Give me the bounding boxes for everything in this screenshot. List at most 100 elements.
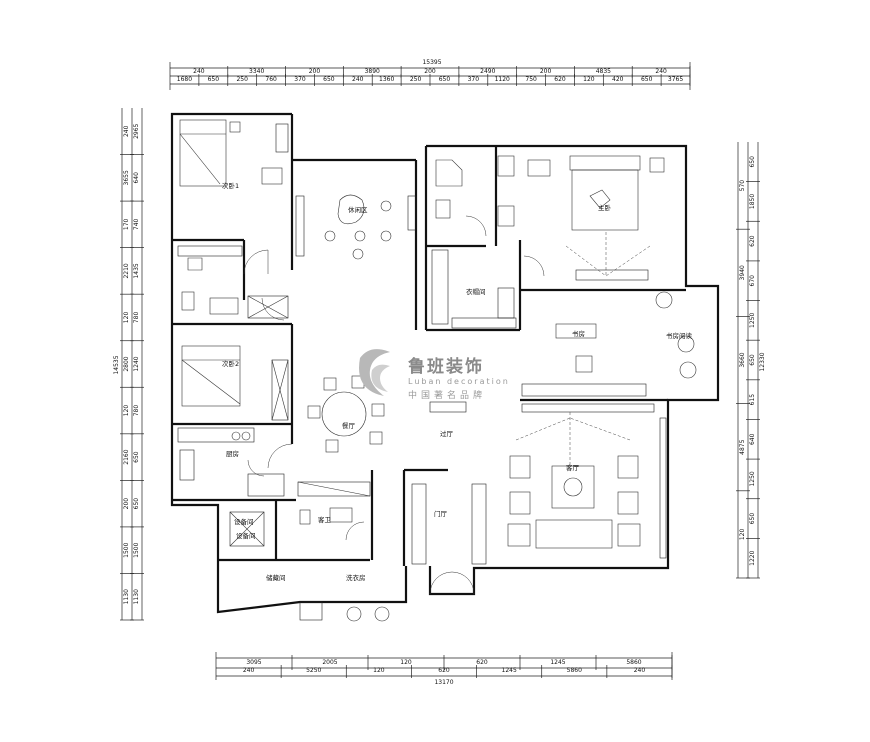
dimension-label: 2005 <box>322 659 337 666</box>
left-dimensions: 14535 2403655170221012028001202160200150… <box>113 108 144 621</box>
study: 书房 书房阅读 <box>521 291 697 397</box>
dimension-label: 1850 <box>749 194 756 209</box>
room-equipment-2: 设备间 <box>236 531 256 540</box>
dimension-label: 1130 <box>123 589 130 604</box>
bookshelf <box>521 383 647 397</box>
dimension-label: 1245 <box>502 667 517 674</box>
dimension-label: 1435 <box>133 263 140 278</box>
shower-tray <box>187 257 203 271</box>
dimension-label: 1220 <box>749 550 756 565</box>
cabinet <box>247 295 289 319</box>
dimension-label: 1120 <box>495 76 510 83</box>
dimension-label: 120 <box>739 528 746 540</box>
dimension-label: 120 <box>373 667 385 674</box>
dimension-label: 240 <box>634 667 646 674</box>
dimension-label: 200 <box>540 68 552 75</box>
dimension-label: 1250 <box>749 471 756 486</box>
bedroom1: 次卧1 <box>179 119 289 190</box>
sofa <box>535 519 613 549</box>
watermark-logo: 鲁班装饰 Luban decoration 中国著名品牌 <box>359 349 510 401</box>
watermark-slogan: 中国著名品牌 <box>408 389 486 401</box>
dimension-label: 250 <box>236 76 248 83</box>
dimension-label: 650 <box>641 76 653 83</box>
dimension-label: 615 <box>749 394 756 406</box>
dimension-label: 5860 <box>567 667 582 674</box>
dimension-label: 120 <box>123 312 130 324</box>
dimension-label: 760 <box>265 76 277 83</box>
dimension-label: 650 <box>749 513 756 525</box>
dimension-label: 240 <box>352 76 364 83</box>
dimension-label: 240 <box>243 667 255 674</box>
room-study-reading: 书房阅读 <box>666 331 693 340</box>
dimension-label: 620 <box>438 667 450 674</box>
dimension-label: 3765 <box>668 76 683 83</box>
watermark-brand-cn: 鲁班装饰 <box>408 356 484 377</box>
coffee-table <box>551 465 595 509</box>
dining-table <box>321 391 367 437</box>
dimension-label: 570 <box>739 180 746 192</box>
dimension-label: 1500 <box>123 542 130 557</box>
desk <box>261 167 283 185</box>
dimension-label: 620 <box>476 659 488 666</box>
washer <box>346 606 362 622</box>
lounge-chair <box>337 194 365 225</box>
right-total-dim: 12330 <box>759 352 766 371</box>
room-equipment: 设备间 <box>234 517 254 526</box>
dimension-label: 420 <box>612 76 624 83</box>
bed-2 <box>181 345 241 407</box>
dimension-label: 650 <box>208 76 220 83</box>
bottom-dim-row2: 240 5250 120 620 1245 5860 240 <box>243 665 673 678</box>
dimension-label: 620 <box>554 76 566 83</box>
dimension-label: 5860 <box>626 659 641 666</box>
dimension-label: 200 <box>424 68 436 75</box>
room-laundry: 洗衣房 <box>346 573 366 582</box>
study-desk <box>555 323 597 339</box>
room-leisure: 休闲区 <box>348 205 368 214</box>
walls <box>170 112 720 614</box>
dimension-label: 670 <box>749 275 756 287</box>
dimension-label: 5250 <box>306 667 321 674</box>
toilet-2 <box>435 199 451 219</box>
dimension-label: 3095 <box>246 659 261 666</box>
dimension-label: 1680 <box>177 76 192 83</box>
dimension-label: 3660 <box>739 352 746 367</box>
dimension-label: 2965 <box>133 123 140 138</box>
wardrobe-2 <box>271 359 289 421</box>
dimension-label: 4875 <box>739 439 746 454</box>
dimension-label: 620 <box>749 235 756 247</box>
wardrobe <box>275 123 289 153</box>
master-suite: 衣帽间 主卧 <box>431 155 665 329</box>
dimension-label: 240 <box>193 68 205 75</box>
dimension-label: 650 <box>133 451 140 463</box>
dimension-label: 200 <box>123 498 130 510</box>
dryer <box>374 606 390 622</box>
dimension-label: 2210 <box>123 263 130 278</box>
dimension-label: 120 <box>400 659 412 666</box>
dimension-label: 200 <box>309 68 321 75</box>
bed-1 <box>179 119 227 187</box>
watermark-brand-en: Luban decoration <box>408 377 510 386</box>
shoe-cabinet <box>411 483 427 565</box>
dimension-label: 250 <box>410 76 422 83</box>
dimension-label: 2160 <box>123 449 130 464</box>
room-bedroom2: 次卧2 <box>222 359 239 368</box>
room-storage: 储藏间 <box>266 573 286 582</box>
logo-swoosh-icon <box>359 349 390 396</box>
headboard <box>569 155 641 171</box>
left-total-dim: 14535 <box>113 355 120 374</box>
dimension-label: 120 <box>583 76 595 83</box>
dimension-label: 3340 <box>249 68 264 75</box>
nightstand <box>229 121 241 133</box>
room-kitchen: 厨房 <box>226 449 239 458</box>
dimension-label: 650 <box>323 76 335 83</box>
top-total-dim: 15395 <box>422 59 441 66</box>
kitchen: 厨房 <box>177 427 285 497</box>
